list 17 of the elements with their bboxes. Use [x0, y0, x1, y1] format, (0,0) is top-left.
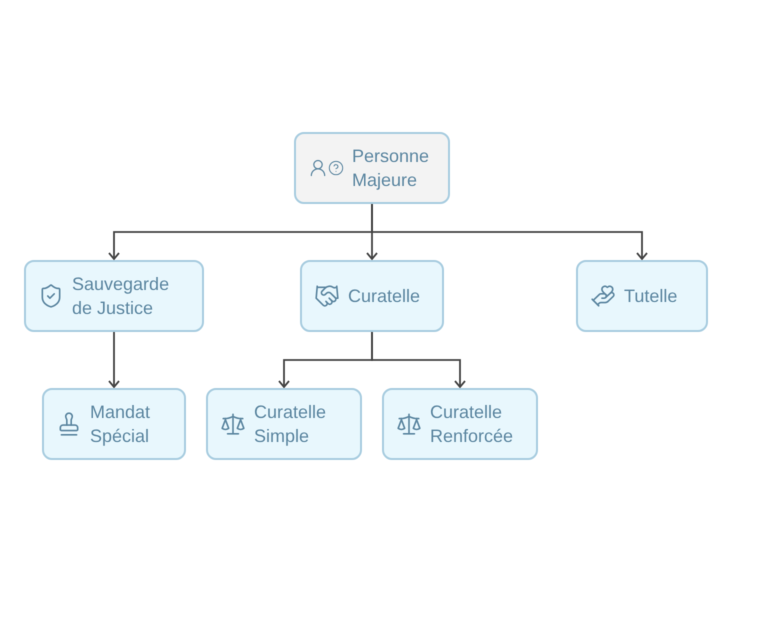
node-label: Sauvegarde de Justice — [72, 273, 170, 320]
node-label: Mandat Spécial — [90, 401, 152, 448]
process-box — [206, 388, 362, 460]
process-box — [300, 260, 444, 332]
arrow — [371, 332, 466, 388]
arrow — [108, 332, 120, 388]
node-label: Curatelle Renforcée — [430, 401, 514, 448]
process-box — [294, 132, 450, 204]
process-box — [382, 388, 538, 460]
node-label: Curatelle — [348, 285, 420, 308]
process-box — [42, 388, 186, 460]
node-label: Tutelle — [624, 285, 678, 308]
node-label: Curatelle Simple — [254, 401, 328, 448]
process-box — [24, 260, 204, 332]
node-label: Personne Majeure — [352, 145, 430, 192]
arrow — [371, 204, 648, 260]
process-box — [576, 260, 708, 332]
